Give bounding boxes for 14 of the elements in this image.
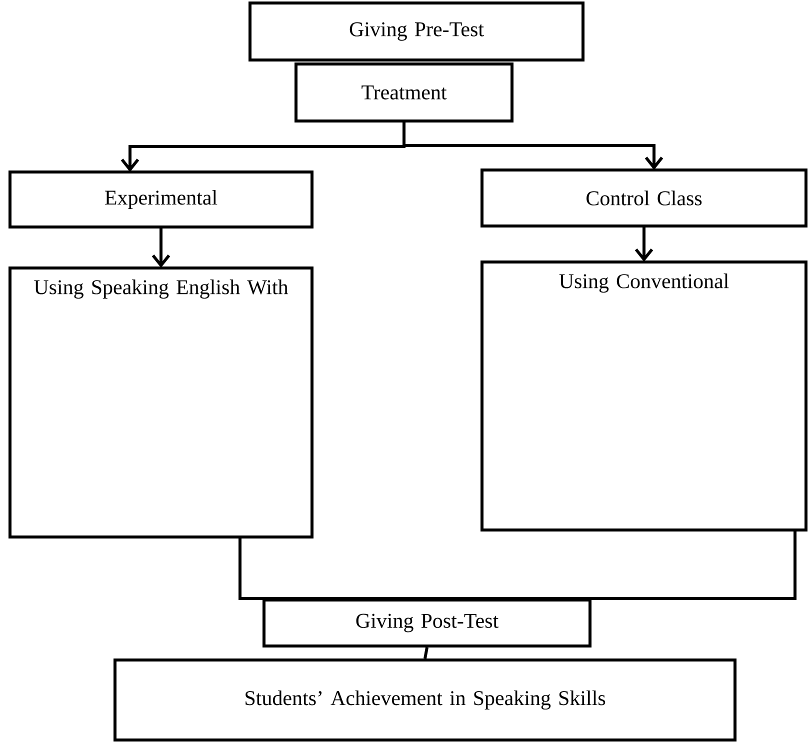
process-box: Students’ Achievement in Speaking Skills xyxy=(114,658,736,742)
process-box: Control Class xyxy=(480,168,808,228)
process-box: Treatment xyxy=(294,62,514,122)
process-box: Using Conventional xyxy=(480,260,808,532)
process-box: Giving Pre-Test xyxy=(248,2,584,62)
connector xyxy=(424,647,428,659)
process-box: Giving Post-Test xyxy=(262,598,592,648)
connector xyxy=(238,537,427,600)
connector xyxy=(427,530,796,600)
process-box: Using Speaking English With xyxy=(8,266,314,538)
connector xyxy=(634,228,654,262)
process-box: Experimental xyxy=(8,170,314,228)
connector xyxy=(152,228,170,268)
connector xyxy=(402,122,664,170)
